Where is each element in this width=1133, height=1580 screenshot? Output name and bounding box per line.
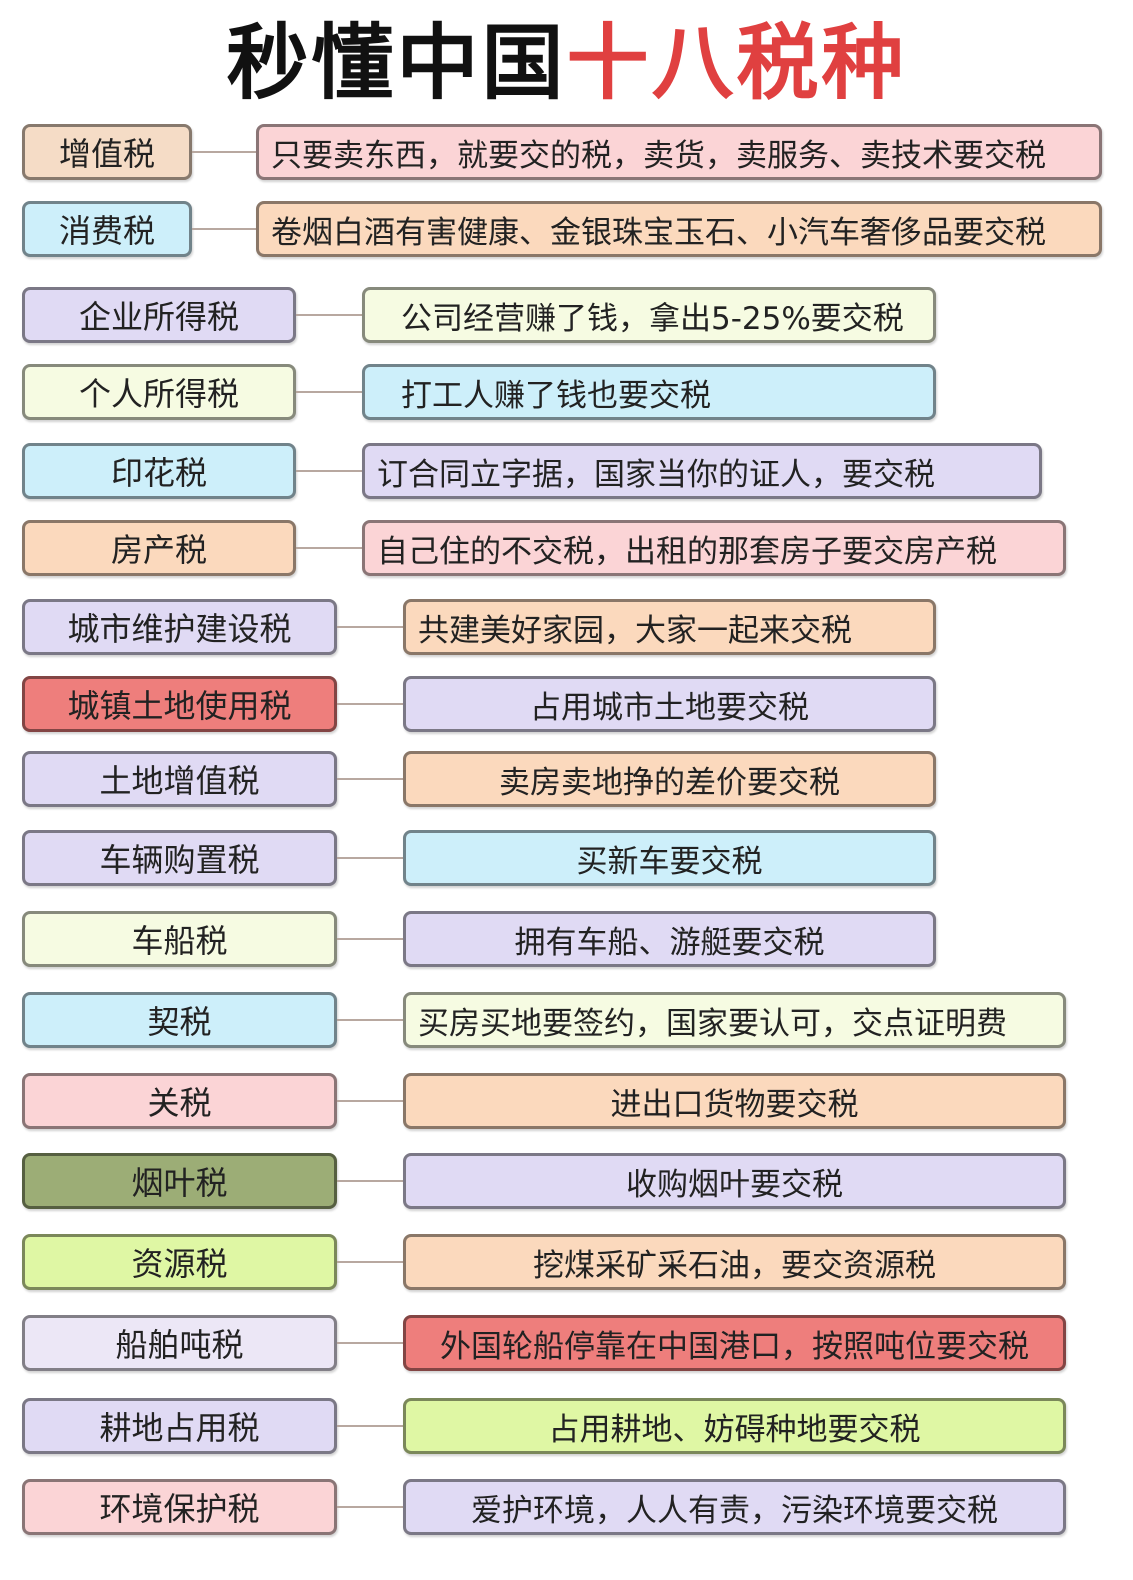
tax-name-box: 房产税	[22, 520, 296, 576]
tax-description-box: 公司经营赚了钱，拿出5-25%要交税	[362, 287, 936, 343]
tax-row: 城市维护建设税 共建美好家园，大家一起来交税	[0, 599, 1133, 655]
connector-line	[337, 1100, 403, 1102]
tax-row: 印花税 订合同立字据，国家当你的证人，要交税	[0, 443, 1133, 499]
connector-line	[337, 1425, 403, 1427]
tax-name-box: 城镇土地使用税	[22, 676, 337, 732]
tax-name-box: 契税	[22, 992, 337, 1048]
tax-description-box: 拥有车船、游艇要交税	[403, 911, 936, 967]
tax-description-box: 订合同立字据，国家当你的证人，要交税	[362, 443, 1042, 499]
tax-name-box: 城市维护建设税	[22, 599, 337, 655]
connector-line	[337, 778, 403, 780]
tax-name-box: 车船税	[22, 911, 337, 967]
tax-name-box: 增值税	[22, 124, 192, 180]
connector-line	[337, 857, 403, 859]
connector-line	[337, 1261, 403, 1263]
tax-description-box: 占用城市土地要交税	[403, 676, 936, 732]
connector-line	[192, 228, 256, 230]
tax-description-box: 挖煤采矿采石油，要交资源税	[403, 1234, 1066, 1290]
connector-line	[337, 1180, 403, 1182]
tax-description-box: 外国轮船停靠在中国港口，按照吨位要交税	[403, 1315, 1066, 1371]
tax-row: 耕地占用税 占用耕地、妨碍种地要交税	[0, 1398, 1133, 1454]
tax-description-box: 卖房卖地挣的差价要交税	[403, 751, 936, 807]
tax-name-box: 个人所得税	[22, 364, 296, 420]
tax-row: 个人所得税 打工人赚了钱也要交税	[0, 364, 1133, 420]
tax-name-box: 消费税	[22, 201, 192, 257]
tax-name-box: 烟叶税	[22, 1153, 337, 1209]
tax-row: 车船税 拥有车船、游艇要交税	[0, 911, 1133, 967]
tax-description-box: 只要卖东西，就要交的税，卖货，卖服务、卖技术要交税	[256, 124, 1102, 180]
tax-description-box: 卷烟白酒有害健康、金银珠宝玉石、小汽车奢侈品要交税	[256, 201, 1102, 257]
title-part-2-highlight: 十八税种	[566, 16, 907, 111]
tax-description-box: 爱护环境，人人有责，污染环境要交税	[403, 1479, 1066, 1535]
connector-line	[337, 703, 403, 705]
tax-row: 关税 进出口货物要交税	[0, 1073, 1133, 1129]
tax-name-box: 关税	[22, 1073, 337, 1129]
connector-line	[296, 314, 362, 316]
connector-line	[337, 1019, 403, 1021]
tax-description-box: 进出口货物要交税	[403, 1073, 1066, 1129]
tax-description-box: 共建美好家园，大家一起来交税	[403, 599, 936, 655]
tax-row: 烟叶税 收购烟叶要交税	[0, 1153, 1133, 1209]
tax-description-box: 买新车要交税	[403, 830, 936, 886]
connector-line	[296, 547, 362, 549]
tax-description-box: 自己住的不交税，出租的那套房子要交房产税	[362, 520, 1066, 576]
connector-line	[337, 938, 403, 940]
tax-row: 车辆购置税 买新车要交税	[0, 830, 1133, 886]
tax-name-box: 环境保护税	[22, 1479, 337, 1535]
tax-row: 契税 买房买地要签约，国家要认可，交点证明费	[0, 992, 1133, 1048]
tax-row: 资源税 挖煤采矿采石油，要交资源税	[0, 1234, 1133, 1290]
tax-description-box: 占用耕地、妨碍种地要交税	[403, 1398, 1066, 1454]
tax-name-box: 企业所得税	[22, 287, 296, 343]
tax-row: 城镇土地使用税 占用城市土地要交税	[0, 676, 1133, 732]
connector-line	[337, 1342, 403, 1344]
tax-name-box: 资源税	[22, 1234, 337, 1290]
tax-row: 增值税 只要卖东西，就要交的税，卖货，卖服务、卖技术要交税	[0, 124, 1133, 180]
connector-line	[296, 470, 362, 472]
tax-name-box: 耕地占用税	[22, 1398, 337, 1454]
tax-description-box: 打工人赚了钱也要交税	[362, 364, 936, 420]
tax-name-box: 印花税	[22, 443, 296, 499]
connector-line	[192, 151, 256, 153]
tax-row: 土地增值税 卖房卖地挣的差价要交税	[0, 751, 1133, 807]
connector-line	[296, 391, 362, 393]
tax-row: 企业所得税 公司经营赚了钱，拿出5-25%要交税	[0, 287, 1133, 343]
connector-line	[337, 1506, 403, 1508]
tax-description-box: 买房买地要签约，国家要认可，交点证明费	[403, 992, 1066, 1048]
tax-row: 环境保护税 爱护环境，人人有责，污染环境要交税	[0, 1479, 1133, 1535]
tax-row: 消费税 卷烟白酒有害健康、金银珠宝玉石、小汽车奢侈品要交税	[0, 201, 1133, 257]
tax-description-box: 收购烟叶要交税	[403, 1153, 1066, 1209]
tax-row: 船舶吨税 外国轮船停靠在中国港口，按照吨位要交税	[0, 1315, 1133, 1371]
connector-line	[337, 626, 403, 628]
title-part-1: 秒懂中国	[226, 16, 567, 111]
tax-name-box: 土地增值税	[22, 751, 337, 807]
tax-row: 房产税 自己住的不交税，出租的那套房子要交房产税	[0, 520, 1133, 576]
page-title: 秒懂中国十八税种	[0, 14, 1133, 114]
tax-name-box: 车辆购置税	[22, 830, 337, 886]
tax-name-box: 船舶吨税	[22, 1315, 337, 1371]
